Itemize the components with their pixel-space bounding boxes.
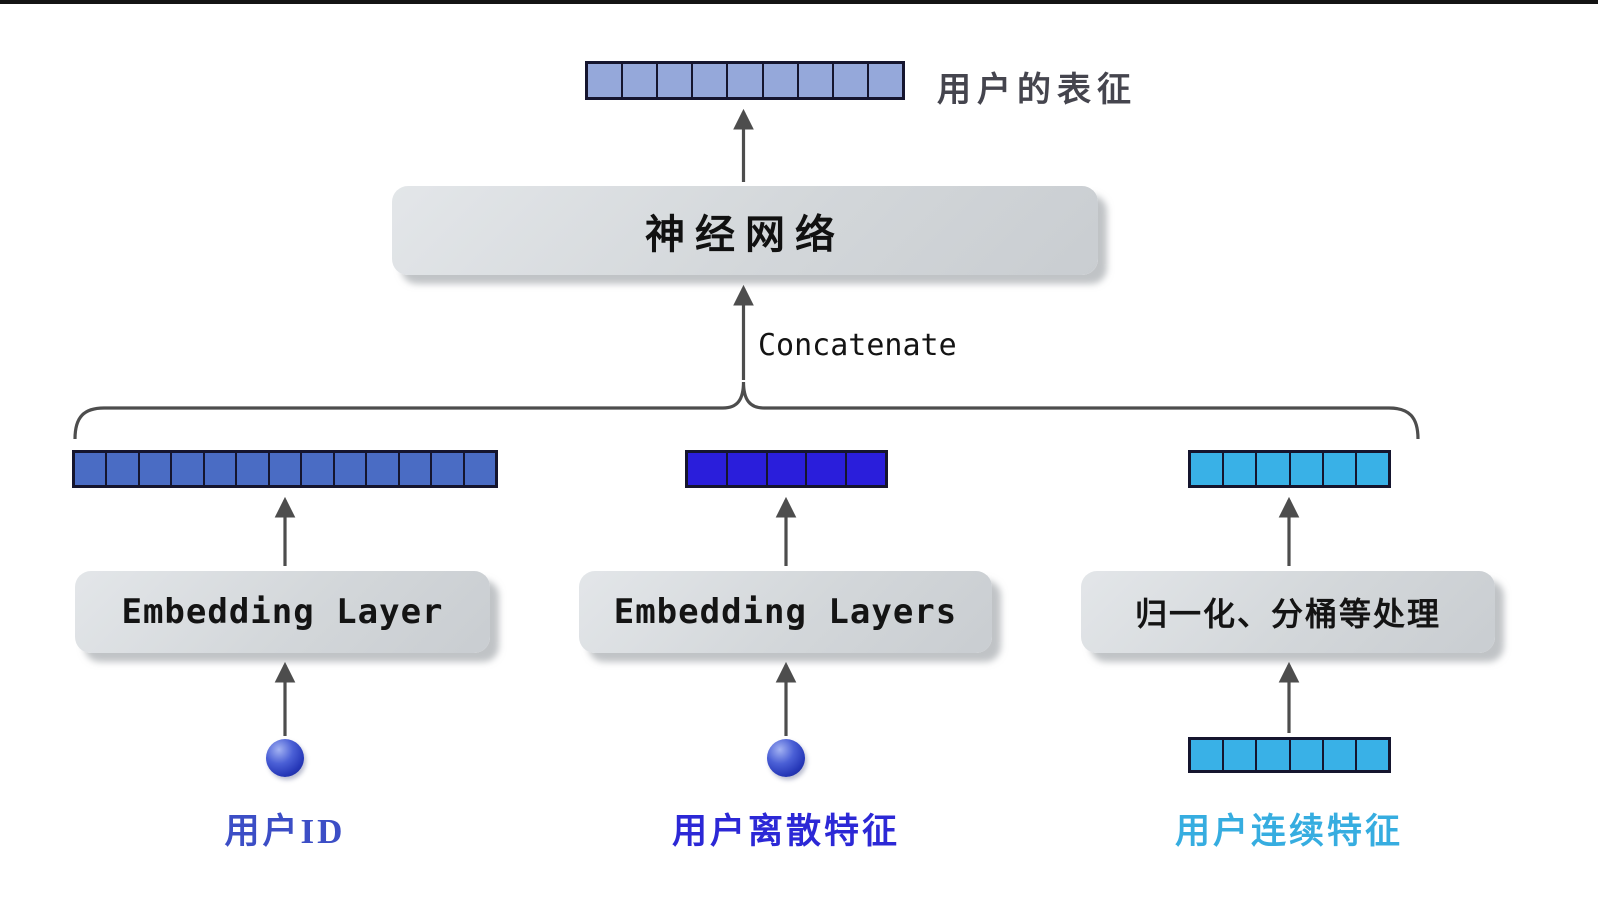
embedding-layer-label: Embedding Layer <box>121 592 444 632</box>
embedding-layer-box: Embedding Layer <box>75 571 490 653</box>
user-continuous-label: 用户连续特征 <box>1174 812 1403 851</box>
embedding-layers-label: Embedding Layers <box>613 592 958 632</box>
normalization-bucketing-box: 归一化、分桶等处理 <box>1081 571 1495 653</box>
top-border-line <box>0 0 1598 4</box>
concatenate-brace <box>73 381 1420 440</box>
neural-network-box: 神经网络 <box>392 186 1098 275</box>
user-continuous-input-vector <box>1188 737 1391 773</box>
user-id-embedding-vector <box>72 450 498 488</box>
user-representation-label: 用户的表征 <box>937 72 1137 109</box>
user-id-label: 用户ID <box>224 812 346 851</box>
normalization-bucketing-label: 归一化、分桶等处理 <box>1134 596 1441 632</box>
user-discrete-label: 用户离散特征 <box>671 812 900 851</box>
user-continuous-processed-vector <box>1188 450 1391 488</box>
embedding-layers-box: Embedding Layers <box>579 571 992 653</box>
neural-network-label: 神经网络 <box>645 211 845 257</box>
concatenate-label: Concatenate <box>758 328 957 363</box>
user-discrete-node <box>767 739 805 777</box>
user-discrete-embedding-vector <box>685 450 888 488</box>
user-representation-vector <box>585 61 905 100</box>
user-id-node <box>266 739 304 777</box>
